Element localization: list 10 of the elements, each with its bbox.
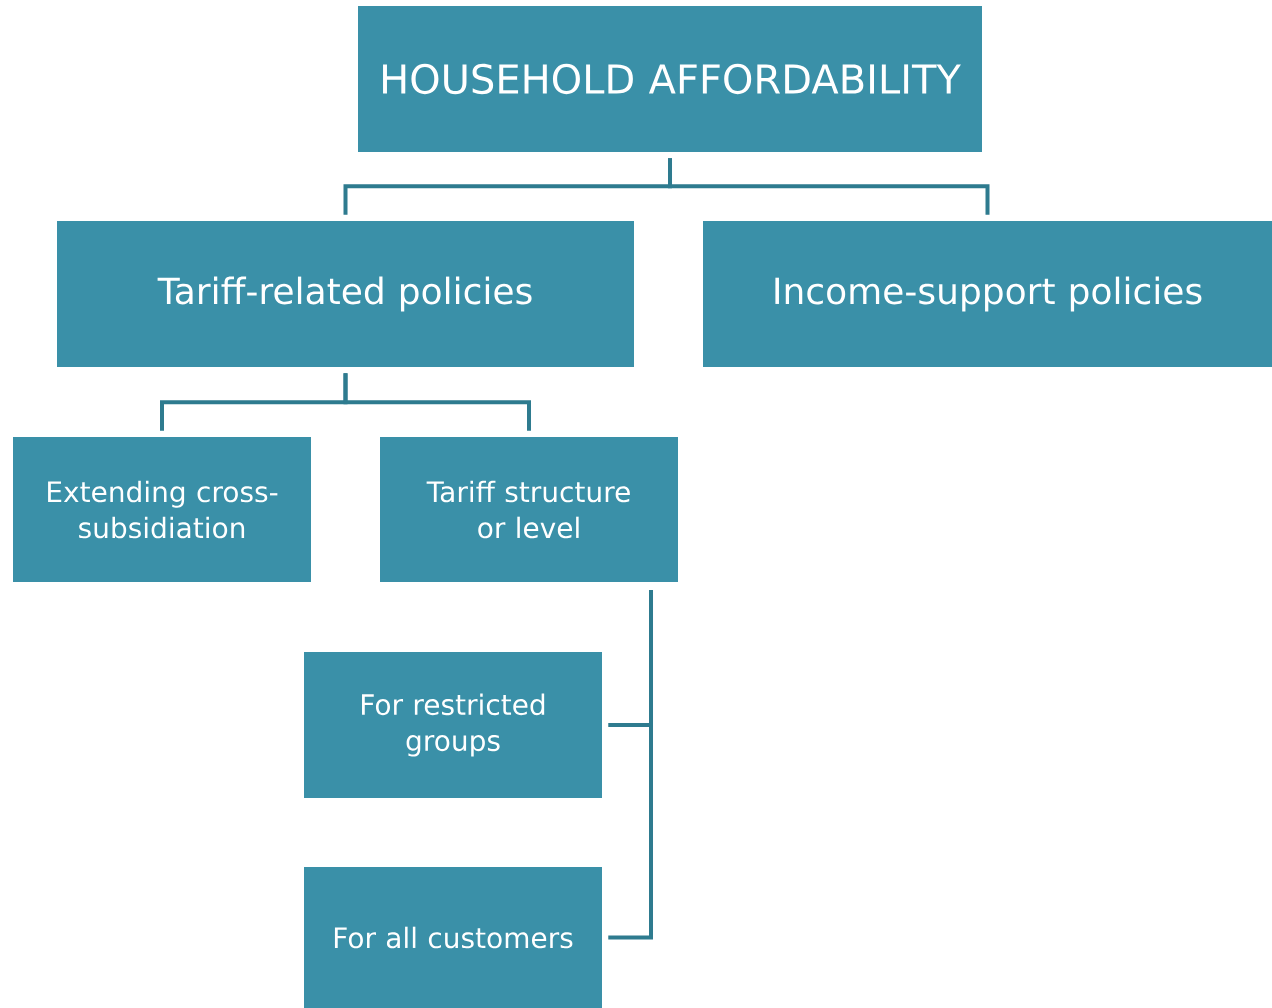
- policy-box: Tariff structure or level: [380, 437, 678, 582]
- policy-box: Extending cross-subsidiation: [13, 437, 311, 582]
- policy-box: For restricted groups: [304, 652, 602, 798]
- connector: [343, 373, 531, 431]
- connector: [668, 158, 990, 215]
- connector: [608, 590, 653, 940]
- title-box: HOUSEHOLD AFFORDABILITY: [358, 6, 982, 152]
- category-box: Tariff-related policies: [57, 221, 634, 367]
- policy-box: For all customers: [304, 867, 602, 1008]
- category-box: Income-support policies: [703, 221, 1272, 367]
